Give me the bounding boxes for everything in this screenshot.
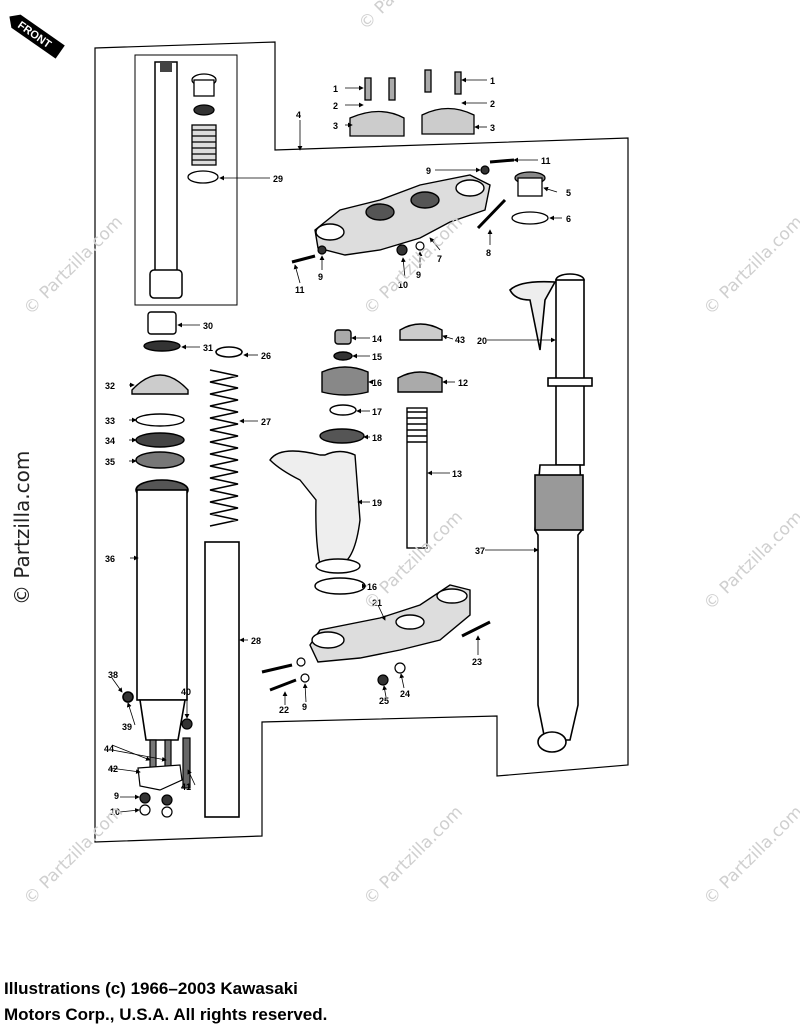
callout-31: 31 [203, 343, 213, 353]
callout-9c: 9 [416, 270, 421, 280]
fork-inner-tube-29 [149, 61, 183, 299]
fork-tube-28 [204, 541, 240, 818]
callout-34: 34 [105, 436, 115, 446]
callout-19: 19 [372, 498, 382, 508]
callout-1a: 1 [333, 84, 338, 94]
upper-bracket-7 [314, 174, 491, 256]
callout-40: 40 [181, 687, 191, 697]
fork-spring-27 [209, 346, 243, 527]
damper-parts [187, 73, 219, 184]
callout-23: 23 [472, 657, 482, 667]
callout-22: 22 [279, 705, 289, 715]
callout-9e: 9 [114, 791, 119, 801]
callout-2a: 2 [333, 101, 338, 111]
callout-39: 39 [122, 722, 132, 732]
callout-3b: 3 [490, 123, 495, 133]
callout-24: 24 [400, 689, 410, 699]
callout-25: 25 [379, 696, 389, 706]
callout-42: 42 [108, 764, 118, 774]
callout-17: 17 [372, 407, 382, 417]
assembly-outline [94, 41, 629, 843]
stem-nut-5 [511, 171, 549, 225]
callout-5: 5 [566, 188, 571, 198]
callout-3a: 3 [333, 121, 338, 131]
callout-leaders [109, 77, 562, 813]
copyright-footer: Illustrations (c) 1966–2003 Kawasaki Mot… [4, 976, 327, 1028]
callout-10a: 10 [398, 280, 408, 290]
callout-1b: 1 [490, 76, 495, 86]
callout-29: 29 [273, 174, 283, 184]
callout-37: 37 [475, 546, 485, 556]
bracket-bolts [291, 158, 515, 264]
callout-32: 32 [105, 381, 115, 391]
callout-33: 33 [105, 416, 115, 426]
callout-9b: 9 [318, 272, 323, 282]
callout-14: 14 [372, 334, 382, 344]
watermark-side: © Partzilla.com [10, 450, 34, 605]
callout-43: 43 [455, 335, 465, 345]
callout-41: 41 [181, 782, 191, 792]
callout-labels: 1 1 2 2 3 3 4 5 6 7 8 9 9 9 9 9 10 10 11… [104, 76, 571, 817]
callout-11a: 11 [541, 156, 551, 166]
callout-11b: 11 [295, 285, 305, 295]
callout-36: 36 [105, 554, 115, 564]
callout-10b: 10 [110, 807, 120, 817]
callout-13: 13 [452, 469, 462, 479]
callout-38: 38 [108, 670, 118, 680]
front-direction-tag: FRONT [9, 14, 65, 59]
handlebar-holders [349, 69, 475, 137]
callout-44: 44 [104, 744, 114, 754]
callout-27: 27 [261, 417, 271, 427]
callout-30: 30 [203, 321, 213, 331]
callout-26: 26 [261, 351, 271, 361]
callout-9a: 9 [426, 166, 431, 176]
copyright-line-1: Illustrations (c) 1966–2003 Kawasaki [4, 979, 298, 998]
callout-35: 35 [105, 457, 115, 467]
callout-28: 28 [251, 636, 261, 646]
callout-6: 6 [566, 214, 571, 224]
callout-21: 21 [372, 598, 382, 608]
callout-4: 4 [296, 110, 301, 120]
callout-9d: 9 [302, 702, 307, 712]
lower-bracket-fasteners [261, 620, 491, 692]
callout-16b: 16 [367, 582, 377, 592]
callout-2b: 2 [490, 99, 495, 109]
callout-8: 8 [486, 248, 491, 258]
left-fork-seals-stack [131, 311, 189, 469]
steering-stem-parts [269, 323, 443, 595]
callout-20: 20 [477, 336, 487, 346]
inner-tube-box [134, 54, 238, 306]
right-fork-leg-37 [509, 273, 593, 753]
callout-15: 15 [372, 352, 382, 362]
callout-18: 18 [372, 433, 382, 443]
fork-outer-tube-36 [122, 479, 189, 741]
callout-12: 12 [458, 378, 468, 388]
copyright-line-2: Motors Corp., U.S.A. All rights reserved… [4, 1005, 328, 1024]
callout-16a: 16 [372, 378, 382, 388]
callout-7: 7 [437, 254, 442, 264]
left-lower-fasteners [137, 718, 193, 818]
lower-bracket-21 [309, 584, 471, 663]
